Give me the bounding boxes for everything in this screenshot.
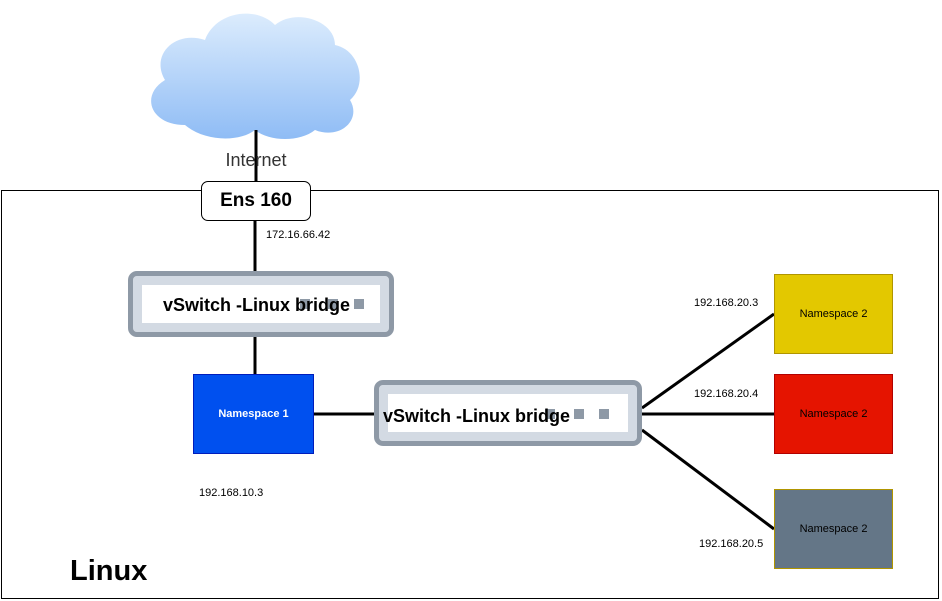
- port-icon: [354, 299, 364, 309]
- internet-label: Internet: [225, 150, 287, 170]
- vswitch-top-label: vSwitch -Linux bridge: [163, 295, 351, 315]
- namespace-2-yellow-ip: 192.168.20.3: [694, 297, 759, 309]
- namespace-2-grey-label: Namespace 2: [799, 523, 868, 535]
- port-icon: [574, 409, 584, 419]
- vswitch-top[interactable]: vSwitch -Linux bridge: [128, 271, 394, 337]
- port-icon: [545, 409, 555, 419]
- port-icon: [300, 299, 310, 309]
- wire-switch-mid-to-ns-yellow: [641, 312, 775, 410]
- namespace-2-red-label: Namespace 2: [799, 408, 868, 420]
- namespace-2-yellow[interactable]: Namespace 2: [774, 274, 893, 354]
- namespace-2-red-ip: 192.168.20.4: [694, 388, 759, 400]
- ens160-label: Ens 160: [220, 190, 292, 211]
- namespace-2-grey-ip: 192.168.20.5: [699, 538, 764, 550]
- namespace-2-red[interactable]: Namespace 2: [774, 374, 893, 454]
- vswitch-mid-panel: [389, 397, 627, 429]
- namespace-1[interactable]: Namespace 1: [193, 374, 314, 454]
- port-icon: [599, 409, 609, 419]
- port-icon: [328, 299, 338, 309]
- linux-label: Linux: [70, 555, 148, 587]
- namespace-2-yellow-label: Namespace 2: [799, 308, 868, 320]
- vswitch-top-panel: [143, 288, 379, 320]
- vswitch-mid-label: vSwitch -Linux bridge: [383, 406, 571, 426]
- ens160-ip: 172.16.66.42: [266, 229, 331, 241]
- wire-switch-mid-to-ns-grey: [641, 428, 775, 531]
- ens160-interface[interactable]: Ens 160: [201, 181, 311, 221]
- vswitch-mid[interactable]: vSwitch -Linux bridge: [374, 380, 642, 446]
- internet-cloud-icon: [151, 13, 360, 140]
- namespace-2-grey[interactable]: Namespace 2: [774, 489, 893, 569]
- namespace-1-ip: 192.168.10.3: [199, 487, 264, 499]
- namespace-1-label: Namespace 1: [218, 408, 289, 420]
